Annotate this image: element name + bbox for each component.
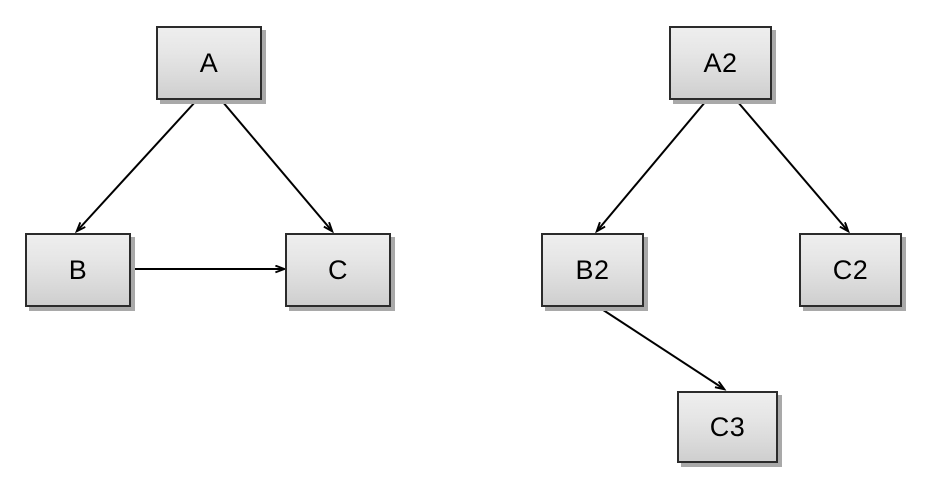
node-label: B bbox=[68, 254, 88, 285]
node-a[interactable]: A bbox=[156, 26, 262, 100]
node-c2[interactable]: C2 bbox=[799, 233, 902, 307]
edge-a-to-b[interactable] bbox=[77, 100, 197, 231]
node-label: C2 bbox=[832, 254, 869, 285]
node-b[interactable]: B bbox=[25, 233, 131, 307]
node-a2[interactable]: A2 bbox=[669, 26, 772, 100]
edge-a2-to-c2[interactable] bbox=[736, 100, 848, 231]
node-label: A2 bbox=[703, 47, 738, 78]
node-label: C3 bbox=[709, 411, 746, 442]
node-b2[interactable]: B2 bbox=[541, 233, 644, 307]
node-c[interactable]: C bbox=[285, 233, 391, 307]
edge-a-to-c[interactable] bbox=[221, 100, 332, 231]
edge-group bbox=[77, 100, 848, 389]
edge-b2-to-c3[interactable] bbox=[593, 303, 724, 389]
node-c3[interactable]: C3 bbox=[677, 391, 778, 463]
node-label: B2 bbox=[575, 254, 610, 285]
node-label: C bbox=[328, 254, 348, 285]
edge-a2-to-b2[interactable] bbox=[597, 100, 707, 231]
node-label: A bbox=[199, 47, 219, 78]
